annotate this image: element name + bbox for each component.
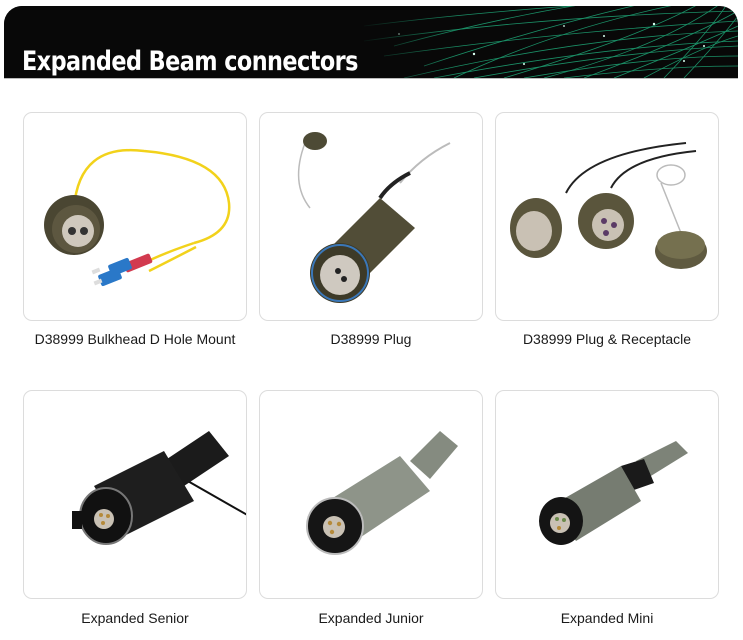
product-card-expanded-junior[interactable] (259, 390, 483, 599)
plug-receptacle-image (510, 142, 707, 269)
product-card-plug[interactable] (259, 112, 483, 321)
bulkhead-connector-image (44, 148, 231, 287)
product-caption: Expanded Mini (560, 610, 654, 626)
product-caption: D38999 Plug (330, 331, 412, 347)
page-title: Expanded Beam connectors (22, 46, 358, 77)
product-card-expanded-mini[interactable] (495, 390, 719, 599)
product-caption: D38999 Plug & Receptacle (522, 331, 692, 347)
header-banner: Expanded Beam connectors (4, 6, 738, 79)
product-caption: Expanded Junior (318, 610, 424, 626)
senior-connector-image (72, 431, 246, 545)
plug-connector-image (297, 132, 451, 303)
junior-connector-image (306, 431, 458, 555)
product-card-bulkhead[interactable] (23, 112, 247, 321)
mini-connector-image (539, 441, 688, 545)
fiber-optic-background (4, 6, 738, 78)
product-caption: Expanded Senior (81, 610, 189, 626)
product-caption: D38999 Bulkhead D Hole Mount (34, 331, 236, 347)
product-card-plug-receptacle[interactable] (495, 112, 719, 321)
product-card-expanded-senior[interactable] (23, 390, 247, 599)
